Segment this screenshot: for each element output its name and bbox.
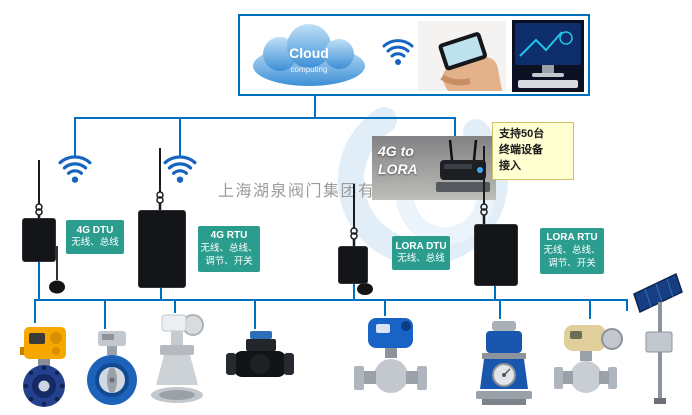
label-lora-dtu: LORA DTU 无线、总线 bbox=[392, 236, 450, 270]
label-4g-dtu-title: 4G DTU bbox=[76, 224, 114, 236]
wifi-signal-icon bbox=[163, 155, 197, 183]
black-ball-valve-photo bbox=[226, 331, 294, 377]
connector-line bbox=[494, 286, 496, 300]
control-valve-gauge-photo bbox=[476, 321, 532, 405]
connector-line bbox=[353, 284, 355, 300]
capacity-note: 支持50台 终端设备 接入 bbox=[492, 122, 574, 180]
capacity-note-line2: 终端设备 bbox=[499, 143, 543, 156]
connector-line bbox=[74, 119, 76, 157]
label-4g-rtu-title: 4G RTU bbox=[210, 230, 248, 242]
device-4g-rtu bbox=[138, 210, 186, 288]
connector-line bbox=[314, 96, 316, 118]
connector-line bbox=[34, 299, 628, 301]
label-lora-dtu-desc: 无线、总线 bbox=[397, 253, 445, 265]
electric-butterfly-valve-photo bbox=[20, 327, 66, 407]
device-lora-dtu bbox=[338, 246, 368, 284]
desktop-computer-photo bbox=[512, 20, 584, 92]
capacity-note-line3: 接入 bbox=[499, 159, 521, 172]
label-4g-dtu: 4G DTU 无线、总线 bbox=[66, 220, 124, 254]
connector-line bbox=[34, 301, 36, 323]
connector-line bbox=[38, 262, 40, 300]
whip-antenna-icon bbox=[480, 146, 488, 226]
whip-antenna-icon bbox=[350, 184, 358, 248]
gateway-label-line2: LORA bbox=[378, 160, 418, 177]
connector-line bbox=[626, 301, 628, 311]
cloud-subtitle: computing bbox=[291, 65, 328, 74]
connector-line bbox=[454, 119, 456, 139]
wafer-butterfly-valve-photo bbox=[87, 331, 137, 405]
cloud-title: Cloud bbox=[289, 45, 329, 61]
label-lora-rtu-title: LORA RTU bbox=[546, 232, 598, 244]
whip-antenna-icon bbox=[35, 160, 43, 224]
router-device-icon bbox=[436, 139, 490, 192]
label-4g-dtu-desc: 无线、总线 bbox=[71, 237, 119, 249]
label-lora-rtu-desc1: 无线、总线、 bbox=[543, 244, 601, 256]
label-lora-dtu-title: LORA DTU bbox=[395, 240, 447, 252]
actuator-ball-valve-photo bbox=[554, 325, 623, 393]
wifi-signal-icon bbox=[382, 39, 414, 65]
connector-line bbox=[74, 117, 456, 119]
solar-power-pole-photo bbox=[633, 272, 683, 404]
wifi-signal-icon bbox=[58, 155, 92, 183]
electric-ball-valve-photo bbox=[354, 318, 427, 393]
connector-line bbox=[499, 301, 501, 319]
connector-line bbox=[589, 301, 591, 319]
connector-line bbox=[104, 301, 106, 329]
connector-line bbox=[160, 288, 162, 300]
label-lora-rtu-desc2: 调节、开关 bbox=[548, 257, 596, 269]
label-4g-rtu: 4G RTU 无线、总线、 调节、开关 bbox=[198, 226, 260, 272]
connector-line bbox=[384, 301, 386, 316]
gateway-router-photo: 4G to LORA bbox=[372, 136, 496, 200]
connector-line bbox=[174, 301, 176, 313]
connector-line bbox=[254, 301, 256, 329]
capacity-note-line1: 支持50台 bbox=[499, 128, 545, 140]
label-4g-rtu-desc1: 无线、总线、 bbox=[200, 242, 258, 254]
magnetic-antenna-icon bbox=[49, 246, 65, 294]
device-lora-rtu bbox=[474, 224, 518, 286]
label-lora-rtu: LORA RTU 无线、总线、 调节、开关 bbox=[540, 228, 604, 274]
cloud-platform-box: Cloud computing bbox=[238, 14, 590, 96]
whip-antenna-icon bbox=[156, 148, 164, 212]
gate-valve-photo bbox=[151, 314, 204, 403]
cloud-computing-icon: Cloud computing bbox=[253, 24, 365, 86]
label-4g-rtu-desc2: 调节、开关 bbox=[205, 255, 253, 267]
device-4g-dtu bbox=[22, 218, 56, 262]
gateway-label: 4G to LORA bbox=[378, 143, 418, 178]
hand-holding-phone-photo bbox=[418, 21, 506, 91]
gateway-label-line1: 4G to bbox=[378, 143, 414, 159]
connector-line bbox=[179, 119, 181, 157]
